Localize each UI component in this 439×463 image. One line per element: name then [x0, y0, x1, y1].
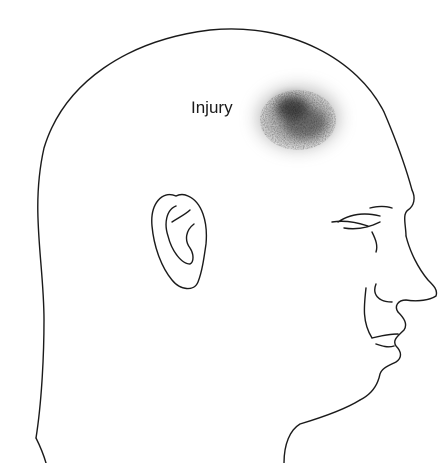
lip-line	[372, 334, 398, 338]
injury-label: Injury	[191, 99, 233, 116]
eye-lower-lid	[344, 222, 380, 229]
neck-front-line	[284, 400, 360, 463]
ear-tragus	[172, 210, 190, 222]
brow-line	[370, 207, 392, 209]
cheek-line	[364, 288, 372, 338]
ear-outer	[152, 195, 207, 289]
nostril-line	[375, 284, 392, 302]
injury-bruise	[258, 88, 338, 150]
neck-back-line	[36, 438, 46, 463]
ear-inner	[166, 206, 194, 264]
nose-line	[396, 236, 436, 312]
eyelash-line	[332, 221, 368, 226]
forehead-line	[405, 190, 414, 236]
eye-crease	[372, 232, 377, 252]
head-outline	[36, 29, 412, 438]
lip-detail	[376, 344, 394, 347]
